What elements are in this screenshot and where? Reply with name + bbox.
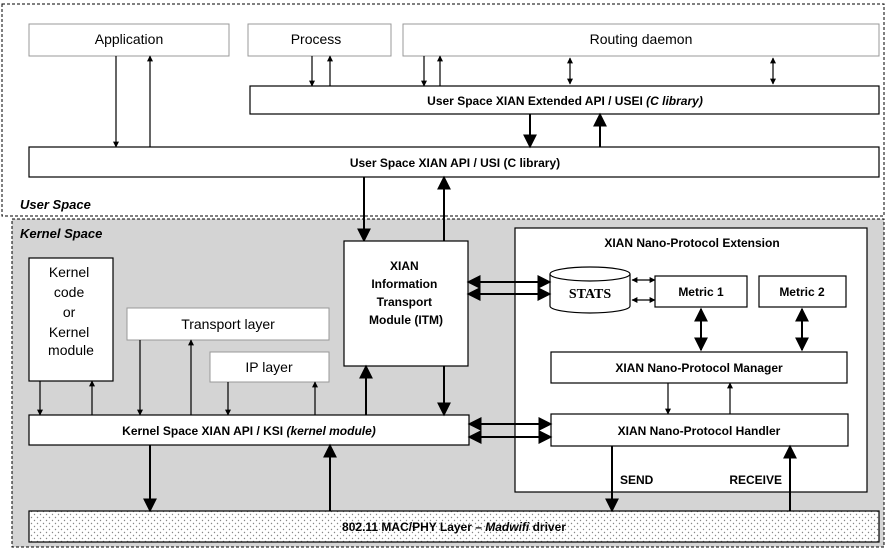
- process-box: [247, 23, 392, 57]
- ip-layer-box: [209, 351, 330, 383]
- usi-box: [28, 146, 880, 178]
- kernel-code-box: [28, 257, 114, 382]
- usi-label: User Space XIAN API / USI (C library): [350, 156, 560, 170]
- stats-database: [549, 266, 631, 314]
- routing-daemon-label: Routing daemon: [590, 31, 693, 47]
- metric1-label: Metric 1: [678, 285, 724, 299]
- routing-daemon-box: [402, 23, 880, 57]
- kernel-space-label: Kernel Space: [20, 226, 102, 241]
- process-label: Process: [291, 31, 342, 47]
- metric1-box: [654, 275, 748, 308]
- metric2-box: [758, 275, 847, 308]
- usei-box: [249, 85, 880, 115]
- application-box: [28, 23, 230, 57]
- ip-layer-label: IP layer: [245, 359, 293, 375]
- manager-label: XIAN Nano-Protocol Manager: [615, 361, 783, 375]
- metric2-label: Metric 2: [779, 285, 825, 299]
- handler-label: XIAN Nano-Protocol Handler: [618, 424, 781, 438]
- itm-box: [343, 240, 469, 367]
- usei-label: User Space XIAN Extended API / USEI (C l…: [427, 94, 703, 108]
- transport-layer-box: [126, 307, 330, 341]
- transport-layer-label: Transport layer: [181, 316, 275, 332]
- receive-label: RECEIVE: [729, 473, 782, 487]
- user-space-label: User Space: [20, 197, 91, 212]
- kernel-code-label: Kernel code or Kernel module: [48, 264, 94, 358]
- application-label: Application: [95, 31, 164, 47]
- send-label: SEND: [620, 473, 654, 487]
- mac-phy-box: [28, 510, 880, 543]
- manager-box: [550, 351, 848, 384]
- stats-label: STATS: [569, 287, 611, 302]
- ksi-label: Kernel Space XIAN API / KSI (kernel modu…: [122, 424, 376, 438]
- extension-title: XIAN Nano-Protocol Extension: [604, 236, 779, 250]
- itm-label: XIAN Information Transport Module (ITM): [369, 259, 443, 327]
- mac-phy-label: 802.11 MAC/PHY Layer – Madwifi driver: [342, 520, 566, 534]
- ksi-box: [28, 414, 470, 446]
